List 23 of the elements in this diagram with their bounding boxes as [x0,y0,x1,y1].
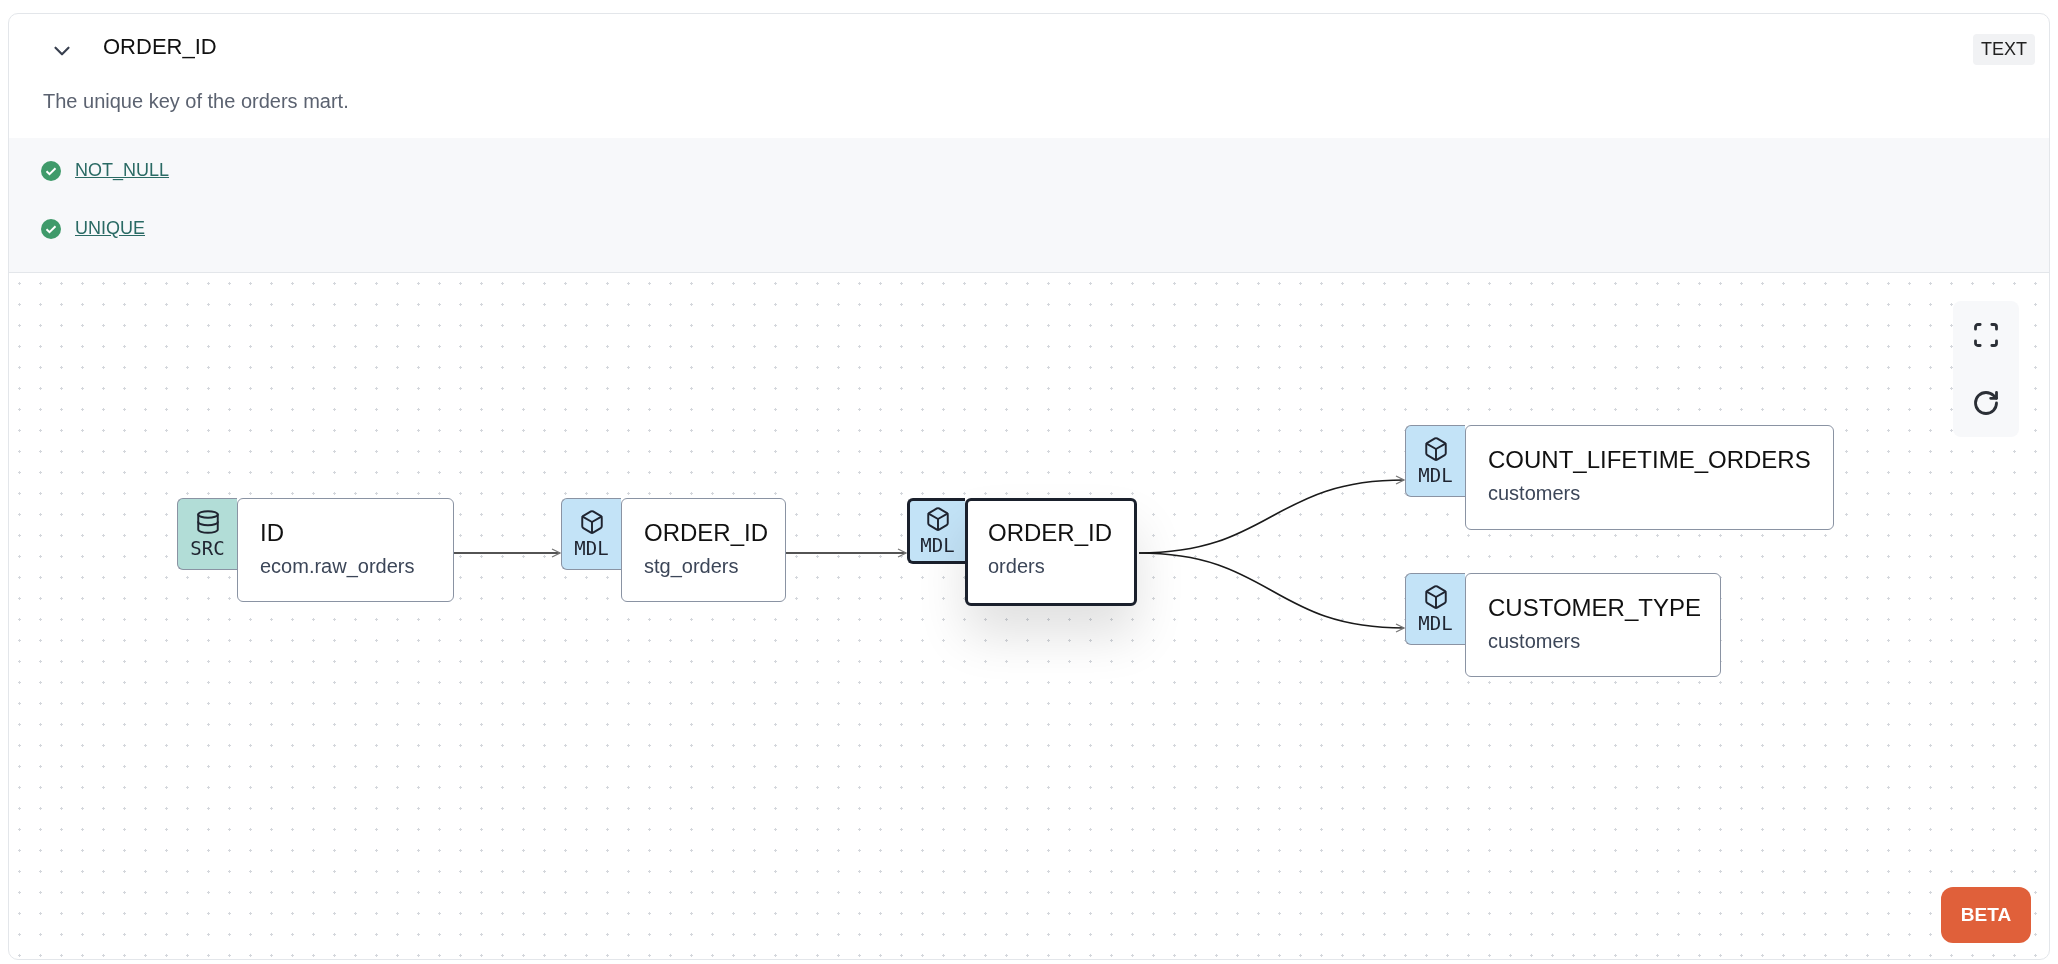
type-code: SRC [190,537,225,559]
lineage-arrow [785,548,907,558]
model-name: ecom.raw_orders [260,555,416,578]
column-title: ID [260,519,285,547]
test-link: NOT_NULL [75,160,170,181]
type-tag: TEXT [1973,34,2035,65]
column-name: ORDER_ID [103,34,217,60]
test-link: UNIQUE [75,218,145,239]
lineage-arrow [453,548,561,558]
model-name: customers [1488,482,1582,505]
lineage-arrow [1138,552,1405,633]
type-code: MDL [574,537,609,559]
column-title: ORDER_ID [988,519,1114,547]
column-title: COUNT_LIFETIME_ORDERS [1488,446,1811,474]
type-code: MDL [1418,464,1453,486]
type-code: MDL [920,534,955,556]
model-name: customers [1488,630,1582,653]
column-title: CUSTOMER_TYPE [1488,594,1698,622]
type-code: MDL [1418,612,1453,634]
description: The unique key of the orders mart. [43,90,349,113]
model-name: stg_orders [644,555,740,578]
beta-badge: BETA [1941,887,2031,943]
model-name: orders [988,555,1046,578]
